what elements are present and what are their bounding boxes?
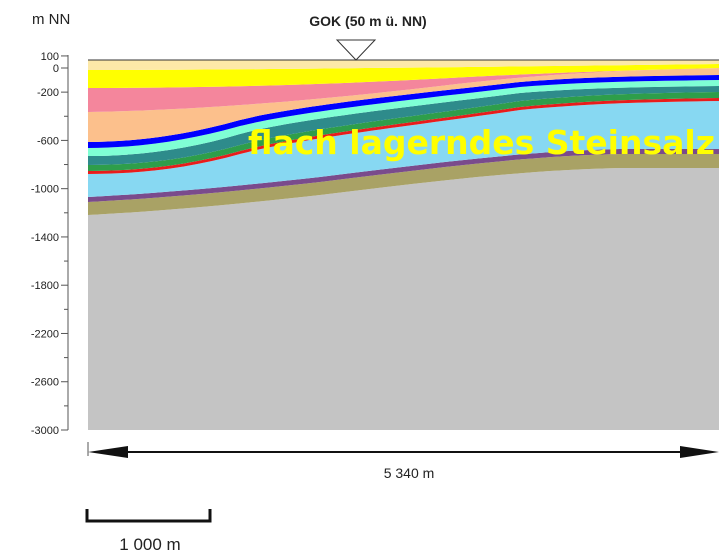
layer-pink [88,68,719,112]
y-tick-label-3: -600 [37,135,59,147]
dimension-arrow-left-icon [88,446,128,458]
y-tick-label-1: 0 [53,63,59,75]
layer-mint [88,80,719,156]
gok-marker-icon [335,39,377,61]
layer-olive [88,154,719,215]
layer-green [88,92,719,171]
dimension-arrow-right-icon [680,446,719,458]
layer-basement [88,168,719,430]
y-tick-label-4: -1000 [31,184,59,196]
scale-bar [85,509,212,523]
y-tick-label-2: -200 [37,87,59,99]
layer-teal [88,86,719,165]
gok-label: GOK (50 m ü. NN) [309,13,426,29]
y-tick-label-9: -3000 [31,425,59,437]
layer-yellow [88,64,719,88]
layer-salt [88,101,719,197]
y-axis-unit: m NN [32,11,70,28]
strata [88,59,719,430]
y-tick-label-6: -1800 [31,280,59,292]
y-tick-label-7: -2200 [31,328,59,340]
y-tick-label-8: -2600 [31,377,59,389]
scale-bar-label: 1 000 m [119,535,180,554]
section-width-label: 5 340 m [384,465,435,481]
y-tick-label-5: -1400 [31,232,59,244]
layer-purple [88,149,719,202]
layer-peach [88,68,719,142]
salt-label: flach lagerndes Steinsalz [248,123,715,162]
y-tick-label-0: 100 [41,51,59,63]
layer-topsoil [88,60,719,70]
y-axis-ticks: 1000 -200 -600 -1000 -1400 -1800 -2200 -2600 -30… [31,51,68,437]
layer-blue [88,75,719,148]
